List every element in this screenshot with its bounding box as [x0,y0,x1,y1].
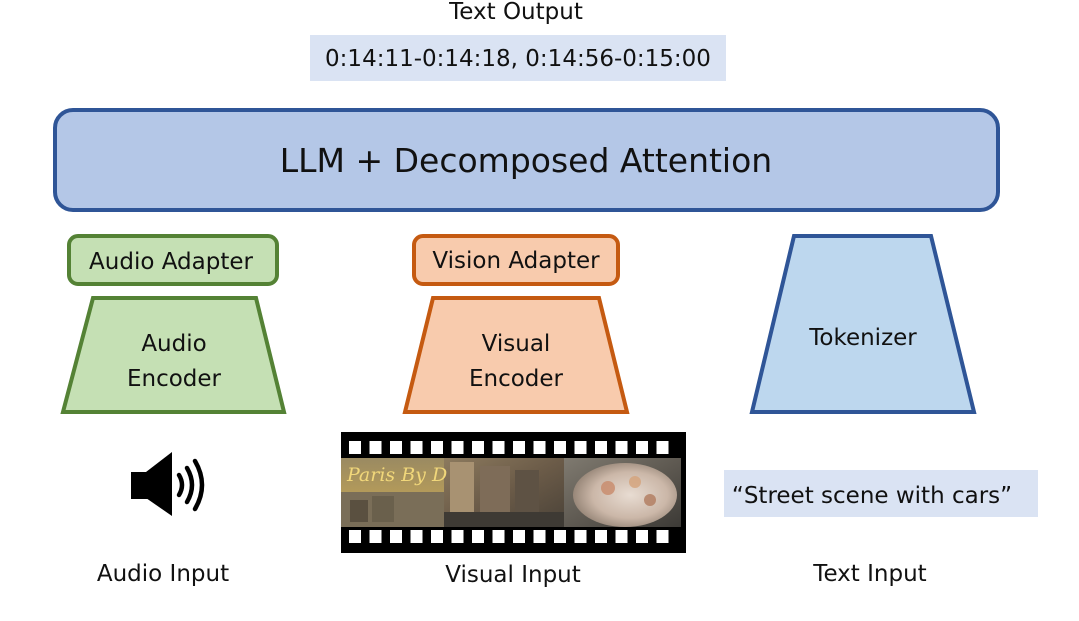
visual-encoder-label-line2: Encoder [469,366,564,392]
film-sprocket-hole [574,530,587,543]
film-sprocket-hole [451,530,464,543]
audio-adapter-label: Audio Adapter [89,249,253,275]
film-sprocket-hole [472,441,484,454]
visual-encoder-block [402,296,630,414]
text-input-box [724,470,1038,517]
film-sprocket-hole [615,530,628,543]
tokenizer-block [749,234,977,414]
visual-encoder-label-line1: Visual [482,331,551,357]
film-frame-2 [444,458,564,527]
film-sprocket-hole [656,441,669,454]
film-sprocket-hole [431,530,443,543]
film-frame-3 [564,458,681,527]
film-sprocket-hole [595,441,607,454]
film-sprocket-hole [636,530,648,543]
text-input-value: “Street scene with cars” [732,483,1012,509]
film-sprocket-hole [636,441,648,454]
film-sprocket-hole [451,441,464,454]
audio-input-label: Audio Input [97,561,229,587]
film-sprocket-hole [574,441,587,454]
film-sprocket-hole [369,530,382,543]
audio-encoder-block [60,296,287,414]
text-output-value: 0:14:11-0:14:18, 0:14:56-0:15:00 [325,46,711,72]
film-sprocket-hole [554,441,566,454]
film-sprocket-hole [410,530,423,543]
film-sprocket-hole [615,441,628,454]
tokenizer-label: Tokenizer [808,325,917,351]
film-frame-1 [341,458,444,527]
film-sprocket-hole [390,530,402,543]
audio-encoder-label-line1: Audio [141,331,206,357]
film-sprocket-hole [533,530,546,543]
film-sprocket-hole [349,530,361,543]
film-sprocket-hole [513,530,525,543]
film-sprocket-hole [410,441,423,454]
film-sprocket-hole [390,441,402,454]
film-sprocket-hole [492,441,505,454]
visual-input-filmstrip: Paris By D [341,432,686,553]
llm-block [53,108,1000,212]
audio-encoder-label-line2: Encoder [127,366,222,392]
speaker-icon [131,452,205,516]
text-output-box [310,35,726,81]
text-input-label: Text Input [812,561,926,587]
film-sprocket-hole [533,441,546,454]
film-sprocket-hole [656,530,669,543]
film-sprocket-hole [431,441,443,454]
vision-adapter-block [412,234,620,286]
llm-label: LLM + Decomposed Attention [280,141,772,180]
vision-adapter-label: Vision Adapter [432,248,600,274]
visual-input-label: Visual Input [445,562,581,588]
film-sprocket-hole [369,441,382,454]
filmstrip-overlay-text: Paris By D [346,464,447,486]
audio-adapter-block [67,234,279,286]
film-sprocket-hole [492,530,505,543]
film-sprocket-hole [472,530,484,543]
film-sprocket-hole [349,441,361,454]
film-sprocket-hole [513,441,525,454]
film-sprocket-hole [554,530,566,543]
film-sprocket-hole [595,530,607,543]
text-output-label: Text Output [448,0,583,25]
